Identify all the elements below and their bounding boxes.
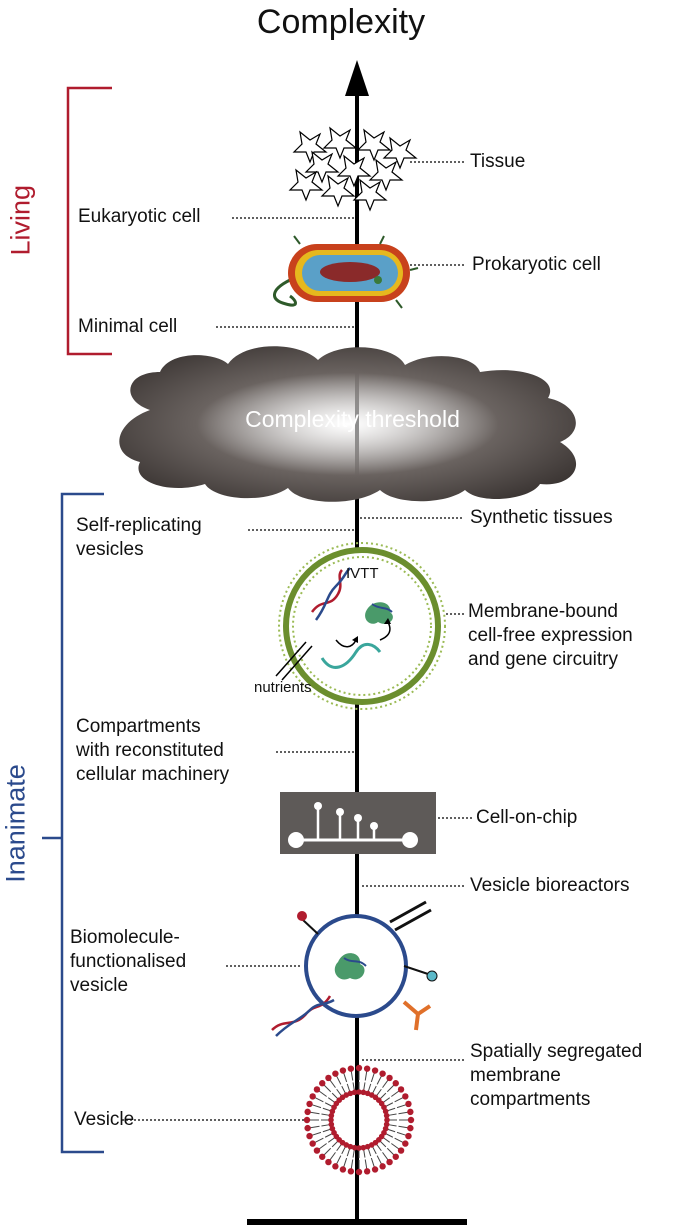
inanimate-label: Inanimate (0, 764, 31, 883)
living-bracket (66, 86, 112, 356)
label-vesicle: Vesicle (74, 1109, 135, 1130)
leader-lines (122, 161, 472, 1121)
inanimate-bracket (42, 492, 104, 1154)
protein-icon (365, 602, 393, 624)
diagram-title: Complexity (256, 3, 426, 41)
axis-arrow-icon (345, 60, 369, 96)
label-eukaryotic-cell: Eukaryotic cell (78, 206, 201, 227)
cloud-icon (119, 346, 577, 502)
label-vesicle-bioreactors: Vesicle bioreactors (470, 875, 630, 896)
antibody-icon (402, 1000, 432, 1031)
label-spatially-segregated: Spatially segregated membrane compartmen… (470, 1041, 643, 1110)
lipid-vesicle-icon (303, 1064, 415, 1176)
chip-icon (280, 792, 436, 854)
tissue-cells-icon (288, 126, 418, 212)
label-synthetic-tissues: Synthetic tissues (470, 507, 613, 528)
label-self-replicating-vesicles: Self-replicating vesicles (76, 515, 202, 560)
complexity-threshold-label: Complexity threshold (245, 406, 460, 432)
label-tissue: Tissue (470, 151, 526, 172)
label-compartments: Compartments with reconstituted cellular… (76, 716, 230, 785)
living-label: Living (5, 184, 36, 256)
functionalised-vesicle-icon (271, 900, 438, 1037)
label-prokaryotic-cell: Prokaryotic cell (472, 254, 601, 275)
label-biomolecule-functionalised-vesicle: Biomolecule- functionalised vesicle (70, 927, 187, 996)
label-nutrients: nutrients (254, 679, 312, 696)
ivtt-vesicle-icon (275, 542, 446, 710)
bacterium-icon (273, 235, 419, 309)
label-minimal-cell: Minimal cell (78, 316, 178, 337)
dna-icon (310, 567, 351, 621)
label-ivtt: IVTT (346, 565, 379, 582)
label-cell-on-chip: Cell-on-chip (476, 807, 578, 828)
label-membrane-bound: Membrane-bound cell-free expression and … (468, 601, 633, 670)
